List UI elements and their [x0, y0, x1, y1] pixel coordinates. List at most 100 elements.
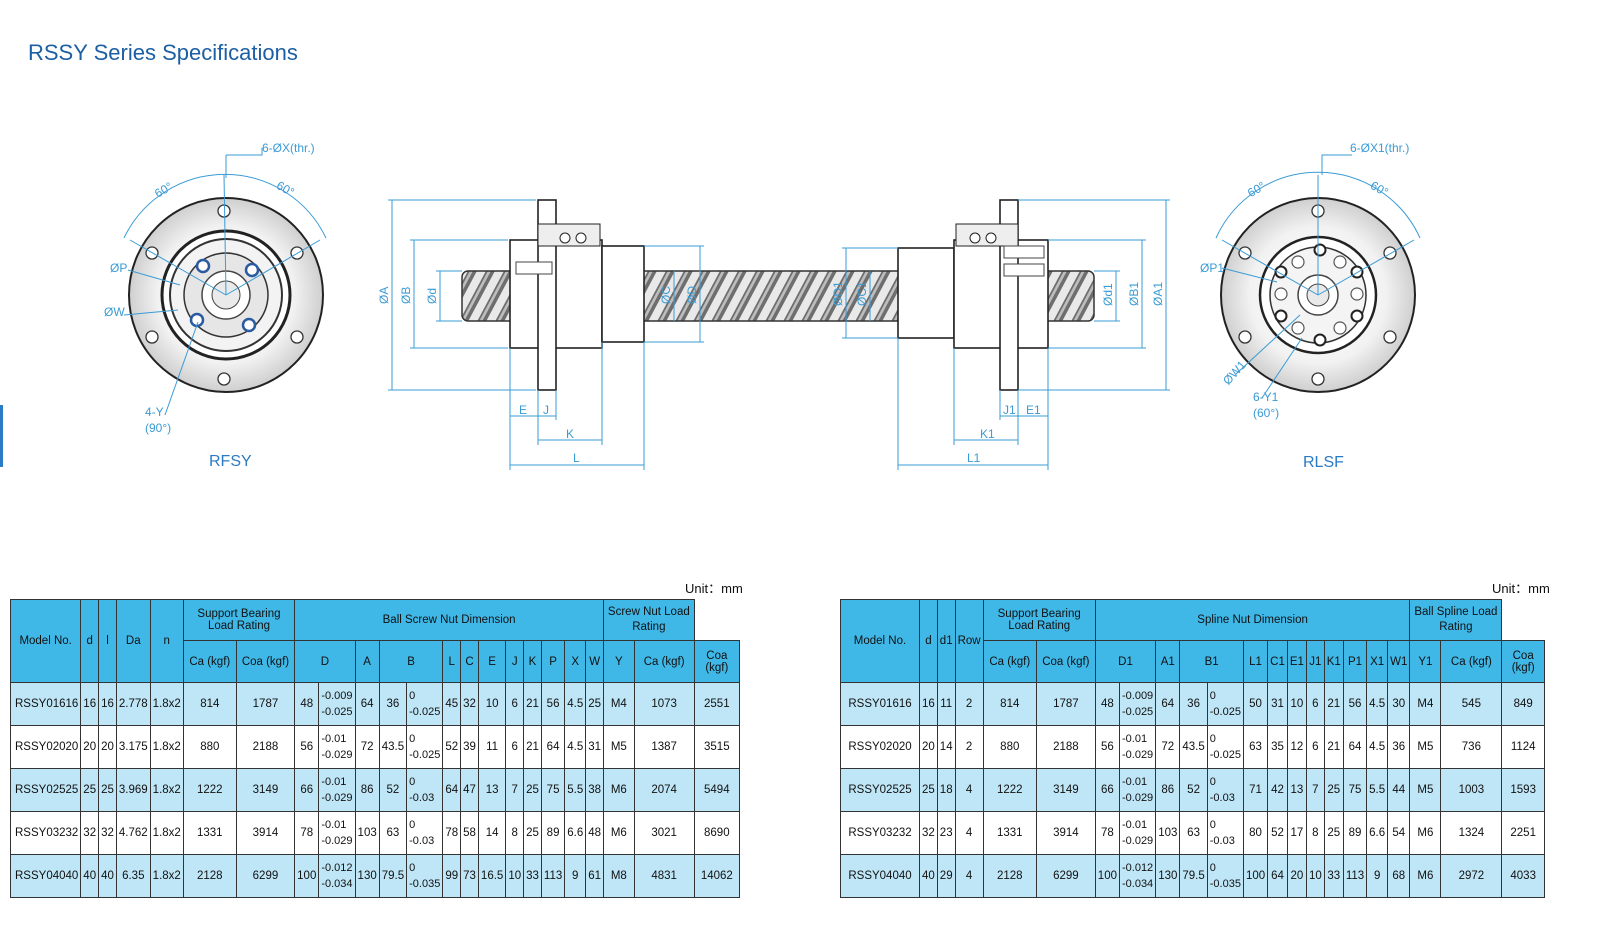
cell-ca: 880: [982, 725, 1037, 769]
cell-a: 72: [354, 725, 380, 769]
cell-dt-tol: -0.01-0.029: [318, 768, 356, 812]
cell-p1: 64: [1342, 725, 1368, 769]
cell-d: 100: [294, 854, 320, 898]
cell-y1: M5: [1409, 768, 1442, 812]
cell-coa2: 5494: [693, 768, 741, 812]
cell-d: 56: [294, 725, 320, 769]
cell-l: 64: [442, 768, 462, 812]
cell-n: 1.8x2: [149, 768, 184, 812]
cell-k1: 33: [1323, 854, 1344, 898]
th-d: d: [80, 599, 100, 683]
cell-l: 20: [98, 725, 117, 769]
cell-w: 25: [585, 682, 605, 726]
cell-da: 6.35: [115, 854, 151, 898]
cell-e1: 17: [1286, 811, 1307, 855]
cell-ca: 2128: [982, 854, 1037, 898]
cell-ca: 880: [182, 725, 237, 769]
cell-bt-tol-lower: -0.03: [409, 792, 435, 804]
cell-x: 4.5: [564, 682, 587, 726]
cell-c1: 35: [1267, 725, 1288, 769]
th-da: Da: [115, 599, 151, 683]
cell-y1: M5: [1409, 725, 1442, 769]
cell-ca2: 2972: [1440, 854, 1503, 898]
cell-b: 36: [378, 682, 408, 726]
th2-model: Model No.: [840, 599, 920, 683]
cell-dt-tol-upper: -0.012: [321, 862, 353, 874]
th2-Y1: Y1: [1409, 640, 1442, 683]
cell-ca: 814: [182, 682, 237, 726]
cell-b: 79.5: [378, 854, 408, 898]
cell-da: 3.969: [115, 768, 151, 812]
cell-b1: 36: [1179, 682, 1208, 726]
cell-dt-tol: -0.009-0.025: [318, 682, 356, 726]
cell-a1: 72: [1155, 725, 1181, 769]
cell-dt-tol: -0.012 -0.034: [318, 854, 356, 898]
cell-da: 4.762: [115, 811, 151, 855]
cell-dt-tol-lower: -0.034: [1121, 878, 1154, 890]
th2-spline-nut: Spline Nut Dimension: [1094, 599, 1411, 641]
cell-k1: 21: [1323, 682, 1344, 726]
cell-coa2: 4033: [1501, 854, 1545, 898]
cell-e1: 13: [1286, 768, 1307, 812]
cell-coa: 3149: [1035, 768, 1096, 812]
cell-n: 1.8x2: [149, 854, 184, 898]
cell-coa: 6299: [1035, 854, 1096, 898]
th2-A1: A1: [1155, 640, 1181, 683]
spline-spec-table: Model No. d d1 Row Support Bearing Load …: [840, 599, 1545, 898]
cell-p1: 56: [1342, 682, 1368, 726]
ball-screw-spec-table: Model No. d l Da n Support Bearing Load …: [9, 599, 741, 898]
cell-d: 66: [294, 768, 320, 812]
cell-e1: 12: [1286, 725, 1307, 769]
cell-p: 56: [540, 682, 566, 726]
cell-j: 10: [505, 854, 525, 898]
cell-dt-tol-lower: -0.025: [1121, 706, 1154, 718]
cell-b: 43.5: [378, 725, 408, 769]
cell-a1: 64: [1155, 682, 1181, 726]
cell-p1: 113: [1342, 854, 1368, 898]
cell-bt-tol-upper: 0: [1209, 862, 1216, 874]
cell-w1: 54: [1387, 811, 1411, 855]
cell-j: 6: [505, 682, 525, 726]
cell-model: RSSY03232: [9, 811, 82, 855]
th-l: l: [98, 599, 117, 683]
cell-x1: 4.5: [1366, 725, 1389, 769]
cell-w: 48: [585, 811, 605, 855]
cell-dt-tol: -0.01-0.029: [1118, 768, 1157, 812]
cell-coa: 3914: [235, 811, 296, 855]
cell-bt-tol-lower: -0.03: [1209, 835, 1235, 847]
cell-y: M6: [603, 768, 635, 812]
cell-k1: 21: [1323, 725, 1344, 769]
cell-ca2: 1387: [633, 725, 695, 769]
th2-support-bearing: Support Bearing Load Rating: [982, 599, 1096, 641]
cell-bt-tol-lower: -0.03: [1209, 792, 1235, 804]
th-support-bearing: Support Bearing Load Rating: [182, 599, 296, 641]
cell-l: 45: [442, 682, 462, 726]
cell-dt-tol-lower: -0.029: [1121, 792, 1154, 804]
th-coa2: Coa (kgf): [693, 640, 741, 683]
cell-e: 10: [477, 682, 507, 726]
cell-b1: 43.5: [1179, 725, 1208, 769]
cell-bt-tol: 0-0.025: [1206, 725, 1244, 769]
cell-ca: 2128: [182, 854, 237, 898]
cell-dt-tol: -0.01-0.029: [1118, 811, 1157, 855]
cell-ca2: 1324: [1440, 811, 1503, 855]
caption-rlsf: RLSF: [1303, 454, 1344, 471]
cell-bt-tol-lower: -0.025: [1209, 706, 1241, 718]
cell-coa: 2188: [235, 725, 296, 769]
cell-l: 25: [98, 768, 117, 812]
cell-c: 47: [460, 768, 479, 812]
cell-dt-tol-lower: -0.034: [321, 878, 353, 890]
cell-dt-tol-lower: -0.029: [321, 792, 353, 804]
cell-x: 9: [564, 854, 587, 898]
rfsy-front-view: 6-ØX(thr.) 60° 60° ØP ØW 4-Y (90°): [104, 141, 327, 435]
dim-dia-B1: ØB1: [1127, 282, 1141, 306]
cell-l: 78: [442, 811, 462, 855]
th-B: B: [378, 640, 444, 683]
th2-W1: W1: [1387, 640, 1411, 683]
label-4y: 4-Y: [145, 405, 164, 419]
dim-dia-D1: ØD1: [831, 281, 845, 306]
dim-l: L: [573, 451, 580, 465]
